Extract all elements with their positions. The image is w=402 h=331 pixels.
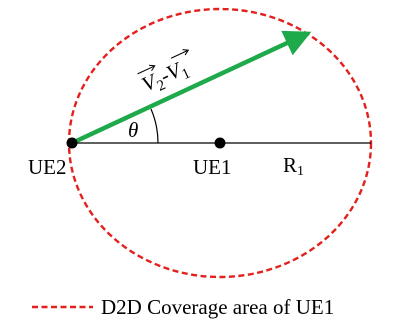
ue1-node (214, 137, 226, 149)
relative-velocity-arrow (71, 30, 312, 146)
vector-v2-overarrow (137, 64, 156, 75)
angle-label: θ (128, 118, 138, 142)
legend: D2D Coverage area of UE1 (32, 295, 334, 319)
ue2-label: UE2 (28, 155, 67, 179)
radius-label-main: R (283, 153, 297, 177)
ue1-label: UE1 (193, 155, 232, 179)
legend-text: D2D Coverage area of UE1 (101, 295, 334, 319)
ue2-node (66, 137, 78, 149)
angle-arc (150, 108, 159, 144)
vector-label: V2-V1 (137, 49, 193, 101)
radius-label-sub: 1 (297, 164, 304, 179)
vector-v1-overarrow (170, 49, 190, 59)
svg-text:V2-V1: V2-V1 (138, 55, 193, 101)
radius-label: R1 (283, 153, 304, 179)
